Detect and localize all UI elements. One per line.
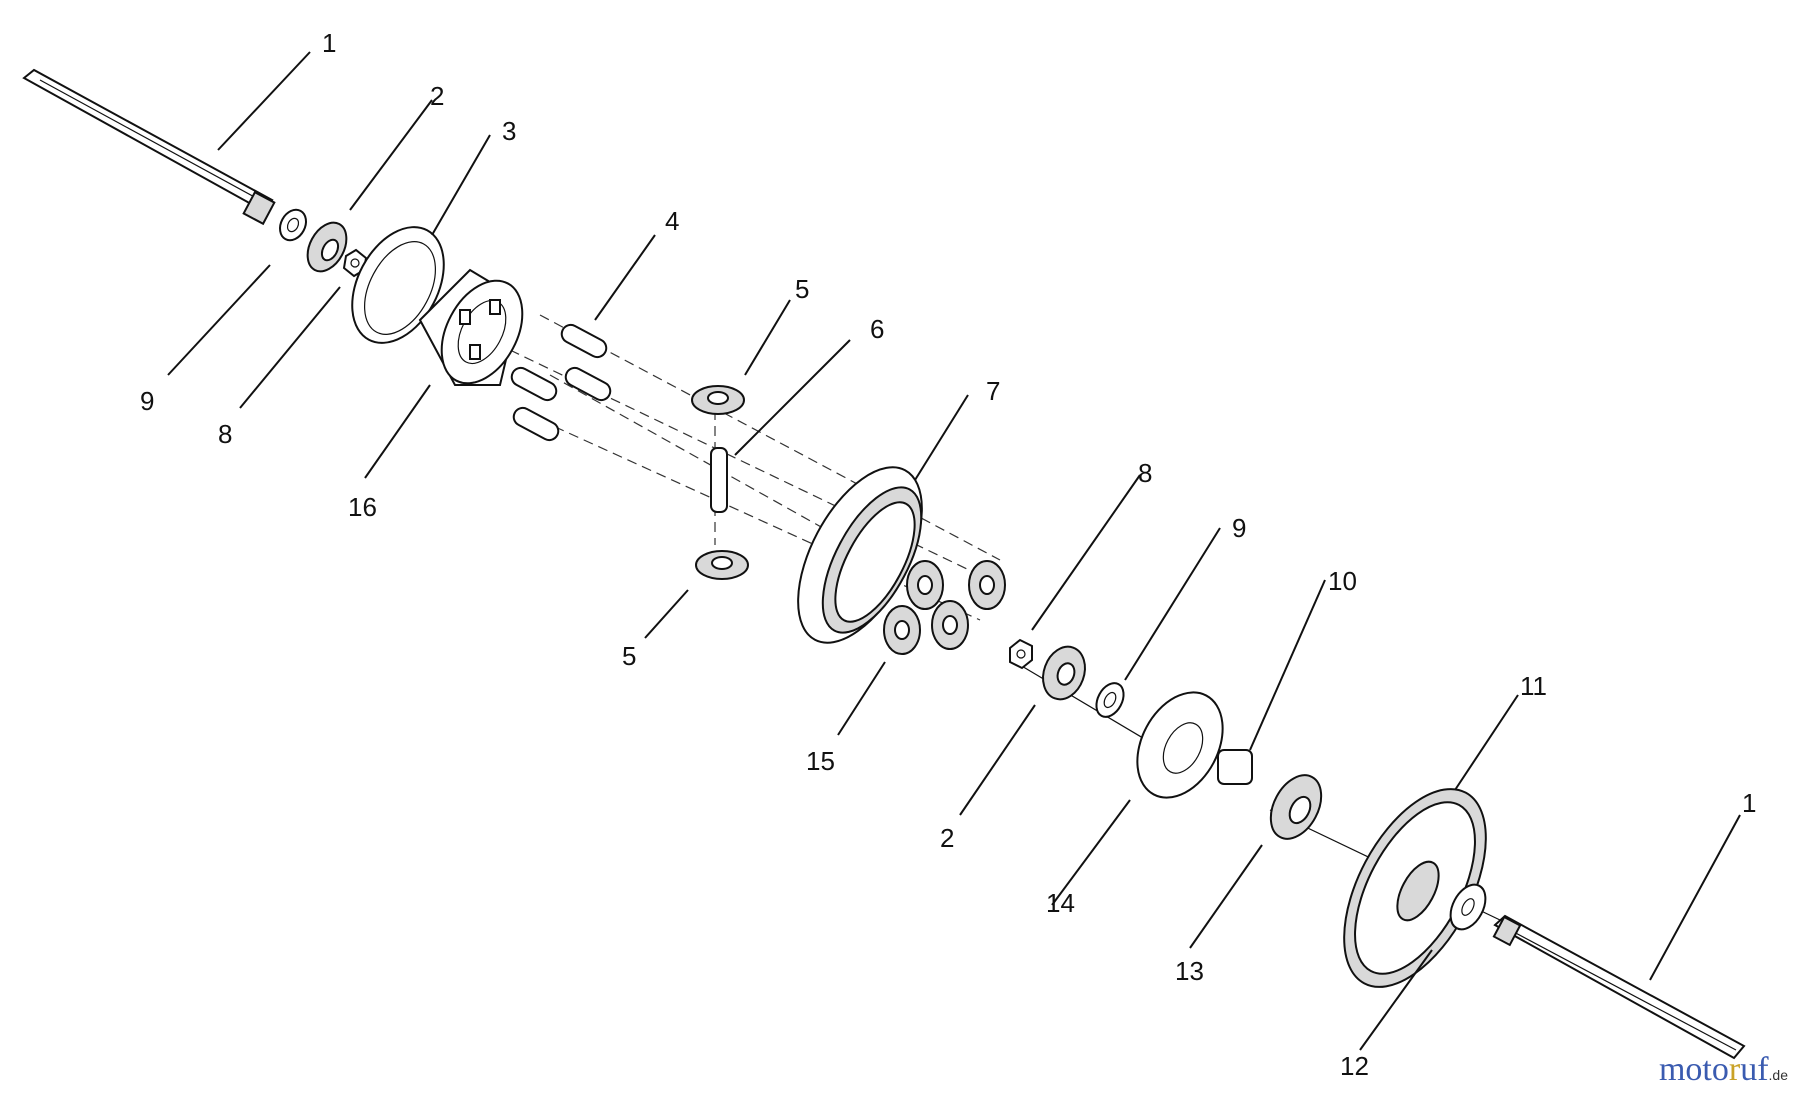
washer-left — [279, 208, 307, 242]
callout-7: 7 — [986, 376, 1000, 406]
callout-2-left: 2 — [430, 81, 444, 111]
watermark-tld: .de — [1768, 1067, 1788, 1083]
callout-9-right: 9 — [1232, 513, 1246, 543]
pin-1 — [560, 323, 608, 359]
bevel-pinion-bottom — [695, 550, 749, 580]
callout-8-left: 8 — [218, 419, 232, 449]
planet-gear-3 — [883, 605, 921, 655]
callout-10: 10 — [1328, 566, 1357, 596]
bushing — [1217, 749, 1253, 785]
cross-shaft — [710, 447, 728, 513]
planet-gear-4 — [931, 600, 969, 650]
carrier-pins — [510, 323, 612, 442]
callout-8-right: 8 — [1138, 458, 1152, 488]
callout-2-right: 2 — [940, 823, 954, 853]
callout-3: 3 — [502, 116, 516, 146]
assembly-axis — [509, 314, 1501, 921]
watermark-part-1: moto — [1658, 1051, 1729, 1088]
axle-shaft-right — [1492, 914, 1746, 1060]
planet-gears — [883, 560, 1006, 655]
planet-gear-2 — [968, 560, 1006, 610]
callout-12: 12 — [1340, 1051, 1369, 1081]
thrust-washer — [1136, 691, 1224, 799]
pin-3 — [510, 366, 558, 402]
callout-1-left: 1 — [322, 28, 336, 58]
spur-gear-small — [1269, 774, 1323, 840]
planet-gear-1 — [906, 560, 944, 610]
callout-15: 15 — [806, 746, 835, 776]
callout-13: 13 — [1175, 956, 1204, 986]
callout-5-bottom: 5 — [622, 641, 636, 671]
bevel-gear-left — [306, 221, 348, 273]
axle-shaft-left — [22, 68, 276, 226]
callout-5-top: 5 — [795, 274, 809, 304]
callout-11: 11 — [1520, 671, 1547, 701]
bevel-gear-right — [1042, 645, 1086, 701]
callout-6: 6 — [870, 314, 884, 344]
callout-labels: 1 2 3 4 5 6 7 9 8 16 5 15 8 9 10 2 14 11… — [140, 28, 1756, 1081]
callout-1-right: 1 — [1742, 788, 1756, 818]
callout-16: 16 — [348, 492, 377, 522]
bevel-pinion-top — [691, 385, 745, 415]
callout-9-left: 9 — [140, 386, 154, 416]
watermark-logo: motoruf.de — [1659, 1051, 1788, 1089]
pin-2 — [564, 366, 612, 402]
nut-right — [1009, 638, 1033, 670]
washer-small — [1449, 883, 1487, 931]
callout-14: 14 — [1046, 888, 1075, 918]
ring-gear — [797, 466, 923, 644]
leader-lines — [167, 51, 1741, 1051]
watermark-part-2: r — [1728, 1051, 1741, 1088]
callout-4: 4 — [665, 206, 679, 236]
watermark-part-3: uf — [1740, 1051, 1769, 1088]
shim-ring — [351, 226, 445, 344]
pin-4 — [512, 406, 560, 442]
washer-right — [1095, 682, 1125, 718]
differential-carrier — [418, 268, 524, 386]
